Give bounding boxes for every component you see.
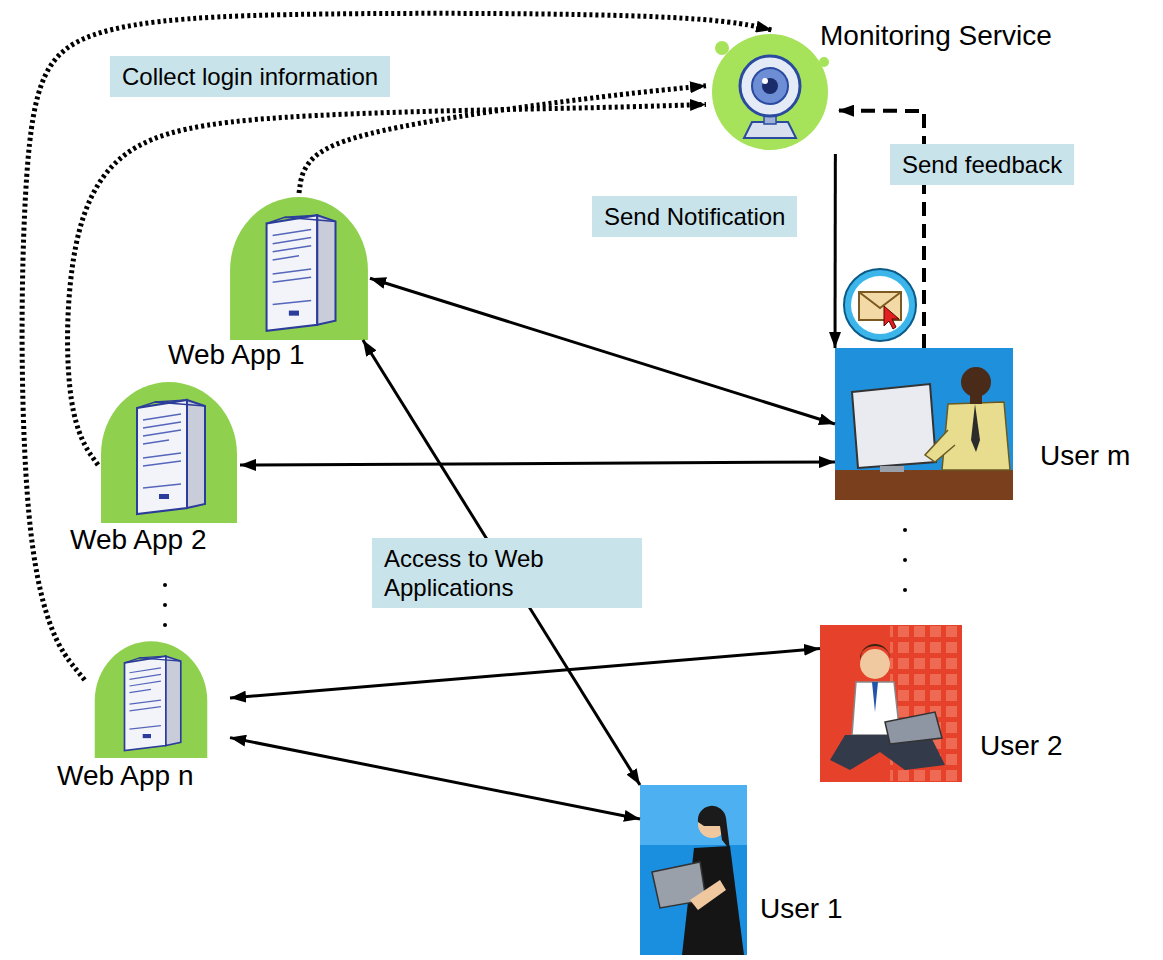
edge-label: Collect login information (110, 56, 390, 97)
ellipsis-dots (163, 528, 907, 627)
user-picture (640, 785, 747, 955)
user-figure: User 2 (820, 625, 962, 782)
user-figure: User 1 (640, 785, 747, 955)
web-app-server: Web App 1 (228, 193, 370, 340)
solid-arrow (230, 649, 820, 698)
web-app-server: Web App 2 (98, 378, 240, 523)
web-app-server: Web App n (72, 638, 230, 758)
monitoring-service: Monitoring Service (706, 30, 838, 154)
node-label: User 2 (980, 730, 1062, 762)
dotted-arrow (22, 13, 772, 680)
webcam-icon (712, 34, 829, 150)
user-picture (835, 348, 1013, 500)
server-icon (95, 641, 208, 758)
dotted-arrow (299, 86, 706, 193)
solid-arrow (370, 278, 835, 424)
user-picture (820, 625, 962, 782)
edge-label: Send feedback (890, 144, 1074, 185)
node-label: User m (1040, 440, 1130, 472)
envelope-icon (844, 269, 916, 341)
server-icon (101, 382, 237, 523)
server-icon (230, 197, 368, 340)
node-label: Web App 1 (168, 339, 304, 371)
solid-arrow (240, 462, 835, 465)
solid-arrow (230, 738, 640, 819)
node-label: User 1 (760, 893, 842, 925)
node-label: Monitoring Service (820, 20, 1052, 52)
solid-arrow (834, 154, 837, 348)
edge-label: Send Notification (592, 196, 797, 237)
edge-label: Access to Web Applications (372, 538, 642, 608)
node-label: Web App 2 (70, 524, 206, 556)
node-label: Web App n (57, 760, 193, 792)
user-figure: User m (835, 348, 1013, 500)
